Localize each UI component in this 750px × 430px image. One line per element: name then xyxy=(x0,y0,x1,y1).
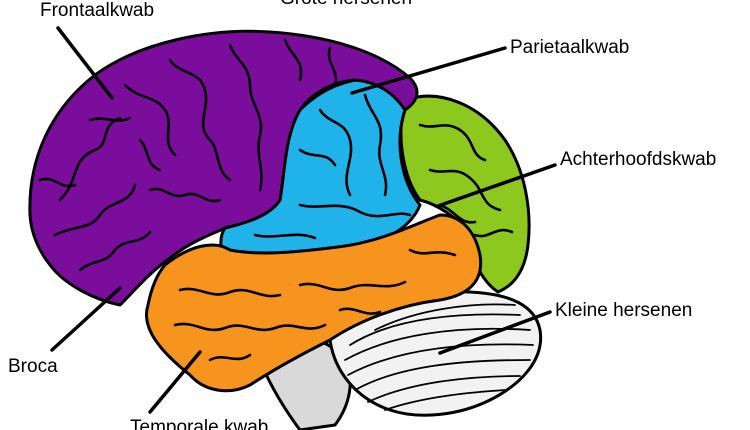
parietal-folds xyxy=(253,93,412,240)
temporal-lobe xyxy=(145,213,483,393)
label-kleine-hersenen: Kleine hersenen xyxy=(555,300,692,321)
leader-occipital xyxy=(436,163,557,208)
occipital-lobe xyxy=(399,94,531,294)
leader-frontal xyxy=(56,26,114,100)
label-frontaalkwab: Frontaalkwab xyxy=(40,0,154,21)
label-grote-hersenen: Grote hersenen xyxy=(280,0,412,9)
leader-cerebellum xyxy=(438,310,552,355)
label-temporale-kwab: Temporale kwab xyxy=(130,417,268,430)
leader-broca xyxy=(50,286,122,352)
frontal-folds xyxy=(38,38,338,272)
cerebellum-folds xyxy=(344,303,534,411)
leader-parietal xyxy=(350,46,507,95)
label-parietaalkwab: Parietaalkwab xyxy=(510,37,629,58)
leader-lines xyxy=(50,26,557,414)
label-broca: Broca xyxy=(8,356,58,377)
leader-temporal xyxy=(148,350,202,414)
label-achterhoofdskwab: Achterhoofdskwab xyxy=(560,149,716,170)
temporal-folds xyxy=(173,248,457,362)
occipital-folds xyxy=(418,123,514,238)
frontal-lobe xyxy=(28,29,419,307)
